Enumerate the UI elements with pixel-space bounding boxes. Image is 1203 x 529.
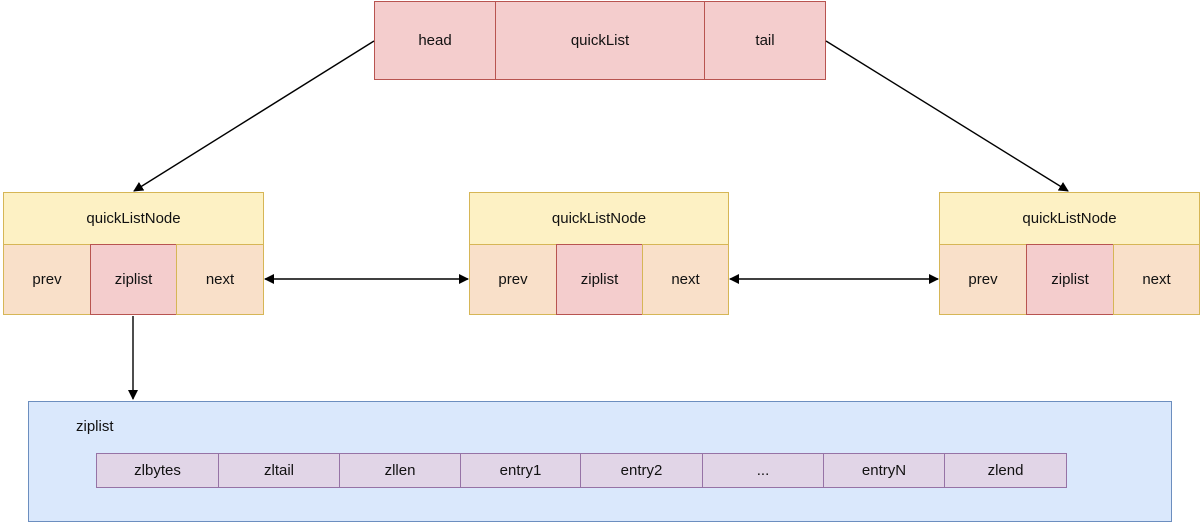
- quicklistnode-3-prev: prev: [939, 244, 1027, 315]
- quicklistnode-2-prev: prev: [469, 244, 557, 315]
- arrow-tail-to-node3: [825, 40, 1069, 192]
- quicklistnode-2-title: quickListNode: [469, 192, 729, 245]
- ziplist-field-entryN: entryN: [823, 453, 945, 488]
- quicklist-title: quickList: [495, 1, 705, 80]
- quicklistnode-3-title: quickListNode: [939, 192, 1200, 245]
- ziplist-field-zllen: zllen: [339, 453, 461, 488]
- quicklistnode-3-next: next: [1113, 244, 1200, 315]
- quicklistnode-1-prev: prev: [3, 244, 91, 315]
- quicklistnode-2-ziplist: ziplist: [556, 244, 643, 315]
- ziplist-field-entry1: entry1: [460, 453, 581, 488]
- quicklist-head: head: [374, 1, 496, 80]
- ziplist-field-zlbytes: zlbytes: [96, 453, 219, 488]
- quicklist-tail: tail: [704, 1, 826, 80]
- arrow-head-to-node1: [133, 40, 375, 192]
- quicklistnode-1-next: next: [176, 244, 264, 315]
- quicklistnode-3-ziplist: ziplist: [1026, 244, 1114, 315]
- ziplist-label: ziplist: [76, 418, 114, 435]
- ziplist-field-zltail: zltail: [218, 453, 340, 488]
- ziplist-field-ellipsis: ...: [702, 453, 824, 488]
- quicklistnode-2-next: next: [642, 244, 729, 315]
- ziplist-field-zlend: zlend: [944, 453, 1067, 488]
